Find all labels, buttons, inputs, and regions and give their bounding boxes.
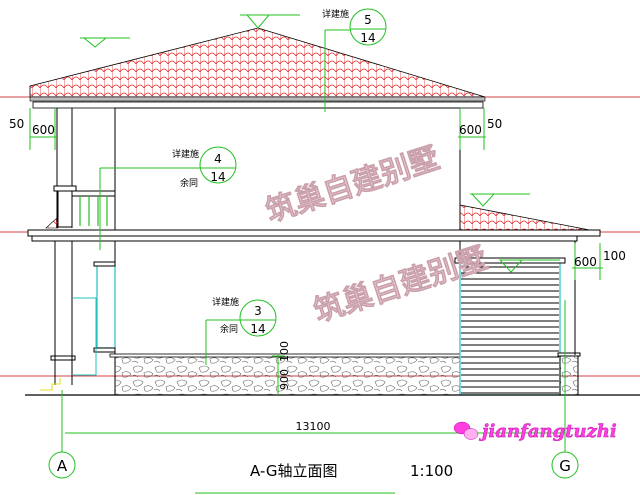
dim-porch-offset: 100 [603,249,626,263]
elevation-markers [80,14,560,273]
side-window [96,263,116,349]
svg-text:详建施: 详建施 [172,148,199,160]
svg-text:余同: 余同 [180,177,198,189]
svg-text:余同: 余同 [220,323,238,335]
drawing-title: A-G轴立面图 [250,462,338,480]
callout-3: 3 14 详建施 余同 [212,296,277,337]
dimension-lines [29,29,603,494]
dim-right-eave: 600 [459,123,482,137]
window-sill [93,347,116,353]
svg-text:14: 14 [250,322,265,336]
svg-text:详建施: 详建施 [212,296,239,308]
svg-text:5: 5 [364,13,372,27]
dim-right-offset: 50 [487,117,502,131]
balcony-railing [45,185,116,229]
callout-label: 详建施 [322,8,349,20]
dim-left-offset: 50 [9,117,24,131]
dim-base-height: 900 [278,369,291,390]
door-outline [73,297,97,376]
drawing-scale: 1:100 [410,462,453,480]
upper-wall [114,107,461,231]
dim-base-cap: 100 [278,341,291,362]
dim-left-eave: 600 [32,123,55,137]
axis-a-label: A [57,457,68,475]
wechat-icon [453,421,479,440]
dim-porch-eave: 600 [574,255,597,269]
axis-a-bubble [48,451,76,479]
porch-roof [459,204,601,233]
callout-5: 5 14 详建施 [322,8,387,46]
axis-g-label: G [559,457,571,475]
steps [40,378,61,391]
callout-4: 4 14 详建施 余同 [172,146,237,189]
axis-g-bubble [551,451,579,479]
dim-total-length: 13100 [296,420,331,433]
logo-text: jianfangtuzhi [479,421,617,442]
floor-slab [27,229,601,242]
svg-text:14: 14 [210,170,225,184]
main-roof [29,27,486,109]
window-head [93,261,116,267]
svg-text:14: 14 [360,31,375,45]
svg-text:4: 4 [214,152,222,166]
svg-text:3: 3 [254,304,262,318]
stone-base [114,355,461,396]
